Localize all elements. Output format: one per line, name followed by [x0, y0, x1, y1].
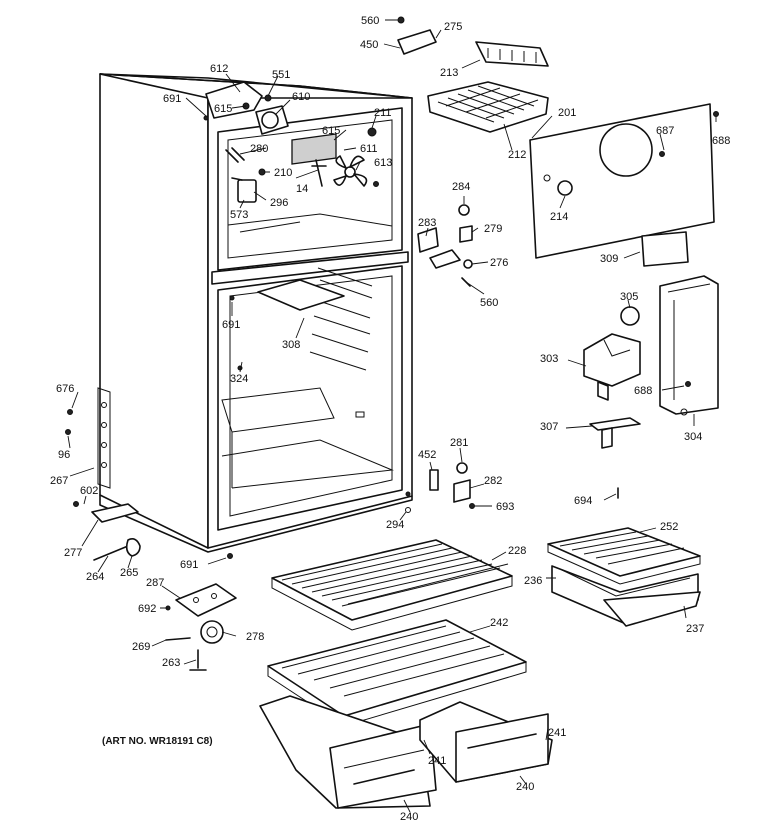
callout-269: 269: [132, 641, 150, 653]
evaporator-fan-assembly: [203, 81, 379, 203]
freezer-shelf: [257, 279, 345, 311]
callout-241-left: 241: [428, 755, 446, 767]
callout-201: 201: [558, 107, 576, 119]
callout-213: 213: [440, 67, 458, 79]
callout-452: 452: [418, 449, 436, 461]
callout-210: 210: [274, 167, 292, 179]
callout-691-top: 691: [163, 93, 181, 105]
callout-242: 242: [490, 617, 508, 629]
control-housing: [583, 231, 719, 499]
callout-283: 283: [418, 217, 436, 229]
callout-296: 296: [270, 197, 288, 209]
callout-612: 612: [210, 63, 228, 75]
door-stop-hardware: [229, 295, 475, 513]
leader-lines: [67, 19, 717, 813]
callout-691-mid: 691: [222, 319, 240, 331]
callout-278: 278: [246, 631, 264, 643]
callout-275: 275: [444, 21, 462, 33]
callout-280: 280: [250, 143, 268, 155]
callout-240-right: 240: [516, 781, 534, 793]
callout-610: 610: [292, 91, 310, 103]
callout-615-top: 615: [214, 103, 232, 115]
callout-551: 551: [272, 69, 290, 81]
callout-labels: 560 275 450 213 612 551 691 615 610 211 …: [50, 15, 730, 823]
callout-693: 693: [496, 501, 514, 513]
callout-236: 236: [524, 575, 542, 587]
ice-tray-assembly: [397, 16, 549, 133]
callout-240-left: 240: [400, 811, 418, 823]
pan-236: [551, 565, 701, 627]
crisper-drawers-240: [259, 695, 553, 809]
damper-hardware: [417, 204, 473, 287]
art-number: (ART NO. WR18191 C8): [102, 736, 213, 747]
callout-96: 96: [58, 449, 70, 461]
evaporator-cover-panel: [529, 103, 719, 259]
callout-304: 304: [684, 431, 702, 443]
callout-676: 676: [56, 383, 74, 395]
pan-shelf-252: [547, 527, 701, 585]
callout-277: 277: [64, 547, 82, 559]
callout-228: 228: [508, 545, 526, 557]
callout-287: 287: [146, 577, 164, 589]
callout-282: 282: [484, 475, 502, 487]
callout-212: 212: [508, 149, 526, 161]
callout-691-low: 691: [180, 559, 198, 571]
callout-281: 281: [450, 437, 468, 449]
callout-450: 450: [360, 39, 378, 51]
callout-688: 688: [634, 385, 652, 397]
callout-309: 309: [600, 253, 618, 265]
callout-279: 279: [484, 223, 502, 235]
callout-308: 308: [282, 339, 300, 351]
callout-694: 694: [574, 495, 592, 507]
callout-560: 560: [480, 297, 498, 309]
callout-687: 687: [656, 125, 674, 137]
callout-573: 573: [230, 209, 248, 221]
callout-214: 214: [550, 211, 568, 223]
fan-blade: [333, 155, 368, 187]
callout-303: 303: [540, 353, 558, 365]
callout-252: 252: [660, 521, 678, 533]
callout-615: 615: [322, 125, 340, 137]
callout-14: 14: [296, 183, 308, 195]
callout-688-top: 688: [712, 135, 730, 147]
callout-264: 264: [86, 571, 104, 583]
wire-shelf-228: [271, 539, 513, 631]
callout-276: 276: [490, 257, 508, 269]
refrigerator-cabinet: [97, 73, 413, 553]
callout-211: 211: [374, 107, 392, 119]
callout-692: 692: [138, 603, 156, 615]
callout-263: 263: [162, 657, 180, 669]
lower-hinge-hardware: [65, 409, 237, 671]
callout-307: 307: [540, 421, 558, 433]
callout-241-right: 241: [548, 727, 566, 739]
callout-294: 294: [386, 519, 404, 531]
callout-284: 284: [452, 181, 470, 193]
callout-237: 237: [686, 623, 704, 635]
callout-560: 560: [361, 15, 379, 27]
callout-611: 611: [360, 143, 378, 155]
callout-613: 613: [374, 157, 392, 169]
callout-602: 602: [80, 485, 98, 497]
callout-267: 267: [50, 475, 68, 487]
callout-265: 265: [120, 567, 138, 579]
callout-324: 324: [230, 373, 248, 385]
callout-305: 305: [620, 291, 638, 303]
